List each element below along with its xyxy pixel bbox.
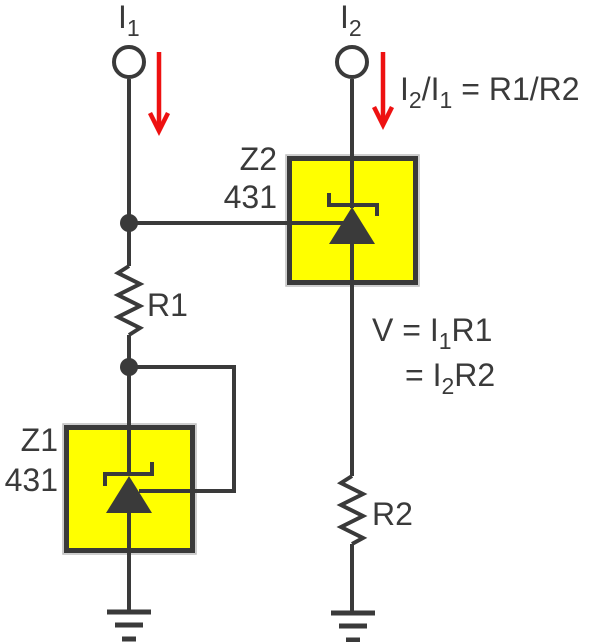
z1-zener-triangle	[106, 476, 152, 513]
z2-part-label: 431	[224, 179, 277, 215]
tl431-symbol-z1	[103, 462, 154, 513]
wire-z1-feedback-loop	[129, 365, 236, 493]
ground-icon-left	[107, 609, 151, 642]
junction-dot-node2	[120, 358, 138, 376]
r2-label: R2	[372, 496, 413, 532]
z1-cathode-bar	[103, 462, 154, 486]
z1-part-label: 431	[5, 462, 58, 498]
z1-designator-label: Z1	[21, 422, 58, 458]
tl431-symbol-z2	[327, 193, 379, 244]
junction-dot-node1	[120, 214, 138, 232]
voltage-formula-line2: = I2R2	[405, 357, 495, 399]
current-arrow-icon-i1	[147, 52, 171, 137]
i2-terminal-circle	[335, 45, 369, 79]
i2-label: I2	[340, 0, 362, 41]
z2-zener-triangle	[329, 207, 375, 244]
z2-designator-label: Z2	[240, 141, 277, 177]
resistor-r1-zigzag	[113, 264, 145, 337]
i1-terminal-circle	[112, 45, 146, 79]
resistor-r2-zigzag	[336, 474, 368, 546]
z2-cathode-bar	[327, 193, 379, 216]
current-arrow-icon-i2	[371, 52, 395, 131]
ratio-formula: I2/I1= R1/R2	[400, 71, 580, 113]
voltage-formula-line1: V = I1R1	[372, 312, 492, 354]
i1-label: I1	[118, 0, 140, 41]
ground-icon-right	[331, 610, 375, 642]
r1-label: R1	[147, 287, 188, 323]
